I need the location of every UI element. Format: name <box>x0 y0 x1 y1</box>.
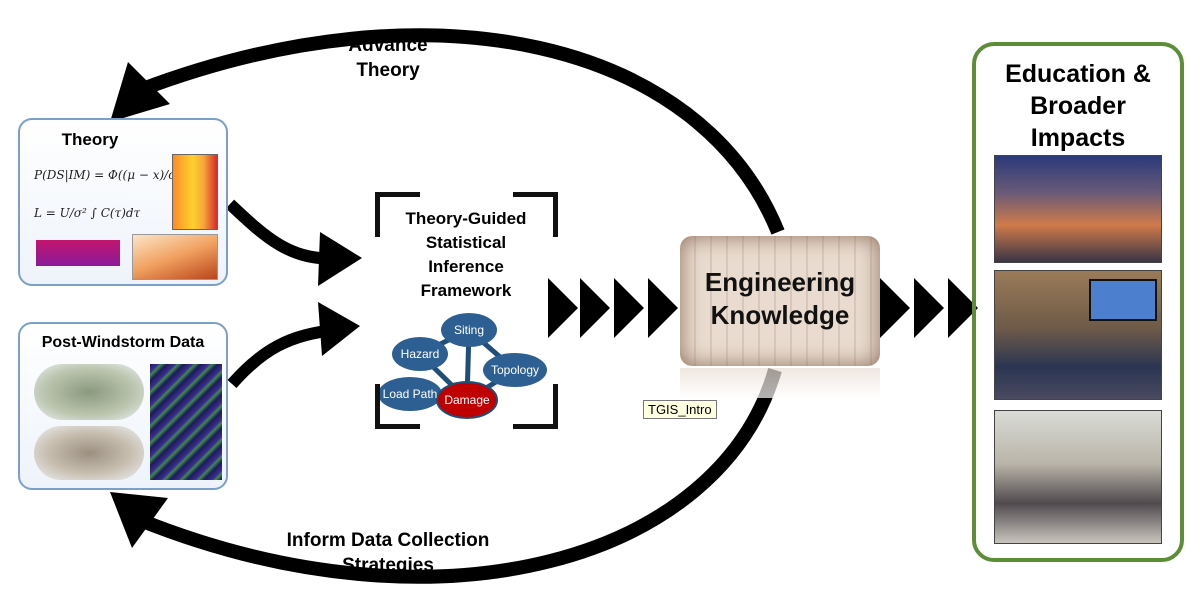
node-topology <box>483 353 547 387</box>
node-network: Siting Hazard Topology Load Path Damage <box>378 313 547 419</box>
student-group-photo <box>994 410 1162 544</box>
lidar-scan-image <box>150 364 222 480</box>
data-to-framework-arrowhead <box>318 302 360 356</box>
framework-to-knowledge-chevrons <box>548 278 678 338</box>
framework-bracket <box>375 384 420 429</box>
inform-data-arrow <box>137 368 782 584</box>
post-windstorm-box: Post-Windstorm Data <box>18 322 228 490</box>
node-siting <box>441 313 497 347</box>
advance-theory-label: Advance Theory <box>300 33 476 83</box>
chevron-icon <box>914 278 944 338</box>
chevron-icon <box>580 278 610 338</box>
engineering-knowledge-image <box>680 236 880 366</box>
turbulence-equation: L = U/σ² ∫ C(τ)dτ <box>34 206 141 220</box>
theory-to-framework-arrowhead <box>318 232 362 286</box>
pressure-heatmap-image <box>172 154 218 230</box>
node-damage <box>436 381 498 419</box>
engineering-knowledge-title: Engineering Knowledge <box>704 267 856 330</box>
surface-plot-image <box>132 234 218 280</box>
chevron-icon <box>880 278 910 338</box>
theory-title: Theory <box>61 130 119 149</box>
theory-box: Theory P(DS|IM) = Φ((μ − x)/σ) L = U/σ² … <box>18 118 228 286</box>
chevron-icon <box>548 278 578 338</box>
chevron-icon <box>948 278 978 338</box>
tooltip: TGIS_Intro <box>643 400 717 419</box>
node-damage-label: Damage <box>444 393 490 407</box>
node-topology-label: Topology <box>491 363 539 377</box>
node-load-path-label: Load Path <box>383 387 438 401</box>
fragility-equation: P(DS|IM) = Φ((μ − x)/σ) <box>34 168 182 182</box>
framework-title: Theory-Guided Statistical Inference Fram… <box>405 209 527 300</box>
outreach-event-photo <box>994 155 1162 263</box>
advance-theory-text: Advance Theory <box>348 35 428 81</box>
inform-data-text: Inform Data Collection Strategies <box>286 530 490 576</box>
node-hazard <box>392 337 448 371</box>
house-damage-photo <box>34 426 144 480</box>
advance-theory-arrowhead <box>110 62 170 122</box>
inform-data-arrowhead <box>110 492 168 548</box>
post-windstorm-title: Post-Windstorm Data <box>41 334 205 351</box>
engineering-knowledge-reflection <box>680 368 880 398</box>
advance-theory-arrow <box>137 28 785 235</box>
aerial-damage-photo <box>34 364 144 420</box>
knowledge-to-education-chevrons <box>880 278 978 338</box>
node-hazard-label: Hazard <box>401 347 440 361</box>
data-to-framework-arrow <box>227 324 337 388</box>
node-load-path <box>378 377 442 411</box>
education-box <box>972 42 1184 562</box>
building-model-image <box>36 240 120 266</box>
seminar-photo <box>994 270 1162 400</box>
chevron-icon <box>614 278 644 338</box>
inform-data-label: Inform Data Collection Strategies <box>250 528 526 578</box>
education-title: Education & Broader Impacts <box>1005 60 1151 152</box>
node-siting-label: Siting <box>454 323 484 337</box>
framework-bracket <box>513 384 558 429</box>
framework-bracket <box>513 192 558 237</box>
framework-bracket <box>375 192 420 237</box>
chevron-icon <box>648 278 678 338</box>
projector-screen <box>1089 279 1157 321</box>
